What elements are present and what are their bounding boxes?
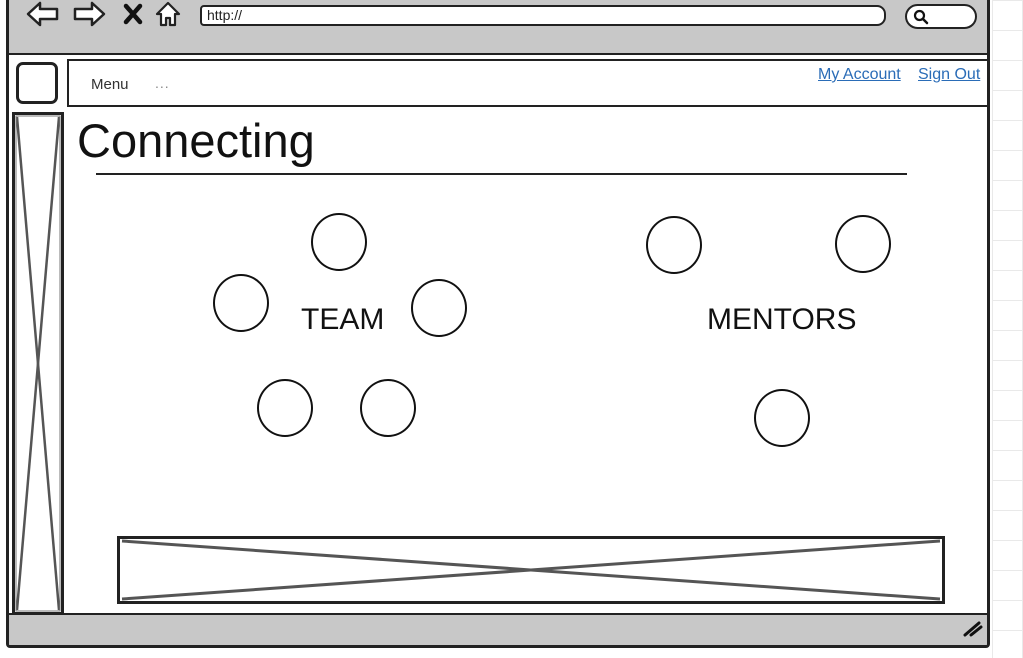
stop-x-icon[interactable] [121, 0, 145, 29]
sign-out-link[interactable]: Sign Out [918, 66, 981, 83]
url-input[interactable]: http:// [200, 5, 886, 26]
canvas-grid-background [992, 0, 1023, 658]
top-menu-bar: Menu ... My Account Sign Out [67, 59, 987, 107]
forward-arrow-icon[interactable] [71, 0, 107, 29]
browser-status-bar [9, 613, 987, 645]
search-icon [913, 9, 929, 30]
sidebar-image-placeholder [12, 112, 64, 615]
mentor-avatar[interactable] [754, 389, 810, 447]
title-divider [96, 173, 907, 175]
resize-grip-icon[interactable] [961, 617, 983, 642]
logo-placeholder [16, 62, 58, 104]
team-member-avatar[interactable] [311, 213, 367, 271]
banner-image-placeholder [117, 536, 945, 604]
home-icon[interactable] [153, 0, 183, 29]
team-member-avatar[interactable] [257, 379, 313, 437]
mentor-avatar[interactable] [646, 216, 702, 274]
mentor-avatar[interactable] [835, 215, 891, 273]
placeholder-cross-icon [121, 539, 941, 601]
team-member-avatar[interactable] [213, 274, 269, 332]
menu-link[interactable]: Menu [91, 76, 129, 93]
browser-toolbar: http:// [9, 0, 987, 55]
team-member-avatar[interactable] [360, 379, 416, 437]
placeholder-cross-icon [15, 115, 61, 612]
browser-search-field[interactable] [905, 4, 977, 29]
team-label: TEAM [301, 303, 385, 336]
mentors-label: MENTORS [707, 303, 857, 336]
back-arrow-icon[interactable] [25, 0, 61, 29]
team-member-avatar[interactable] [411, 279, 467, 337]
menu-more-ellipsis[interactable]: ... [155, 75, 170, 91]
browser-window: http:// Menu ... My Account Sign Out Con… [6, 0, 990, 648]
my-account-link[interactable]: My Account [818, 66, 901, 83]
page-title: Connecting [77, 114, 315, 167]
